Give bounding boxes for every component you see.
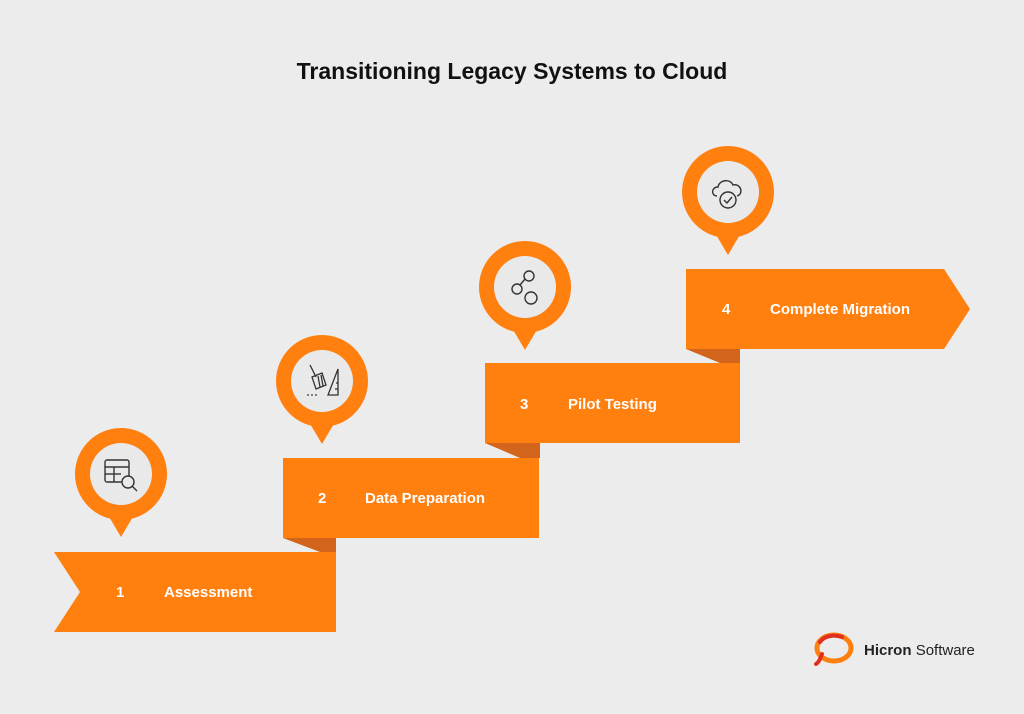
step-label-4: Complete Migration [770, 301, 911, 318]
step-label-3: Pilot Testing [568, 396, 657, 413]
fold-3-4 [686, 349, 740, 363]
logo-wordmark: Hicron Software [864, 642, 975, 659]
step-label-1: Assessment [164, 584, 253, 601]
cloud-check-icon [711, 180, 742, 209]
logo-brand: Hicron [864, 642, 912, 659]
step-number-1: 1 [116, 584, 125, 601]
step-band-3 [485, 363, 740, 443]
speech-ring-logo [814, 632, 854, 666]
pin-marker-3 [479, 241, 571, 350]
step-band-2 [283, 458, 539, 538]
fold-2-3 [485, 443, 540, 458]
step-number-2: 2 [318, 490, 327, 507]
fold-1-2 [283, 538, 336, 552]
step-band-4 [686, 269, 970, 349]
step-number-4: 4 [722, 301, 731, 318]
step-band-1 [54, 552, 336, 632]
step-label-2: Data Preparation [365, 490, 486, 507]
broom-ruler-icon [307, 364, 339, 396]
table-search-icon [104, 459, 138, 492]
step-number-3: 3 [520, 396, 529, 413]
logo-suffix: Software [915, 642, 975, 659]
diagram-title: Transitioning Legacy Systems to Cloud [296, 58, 728, 84]
nodes-link-icon [511, 270, 538, 305]
